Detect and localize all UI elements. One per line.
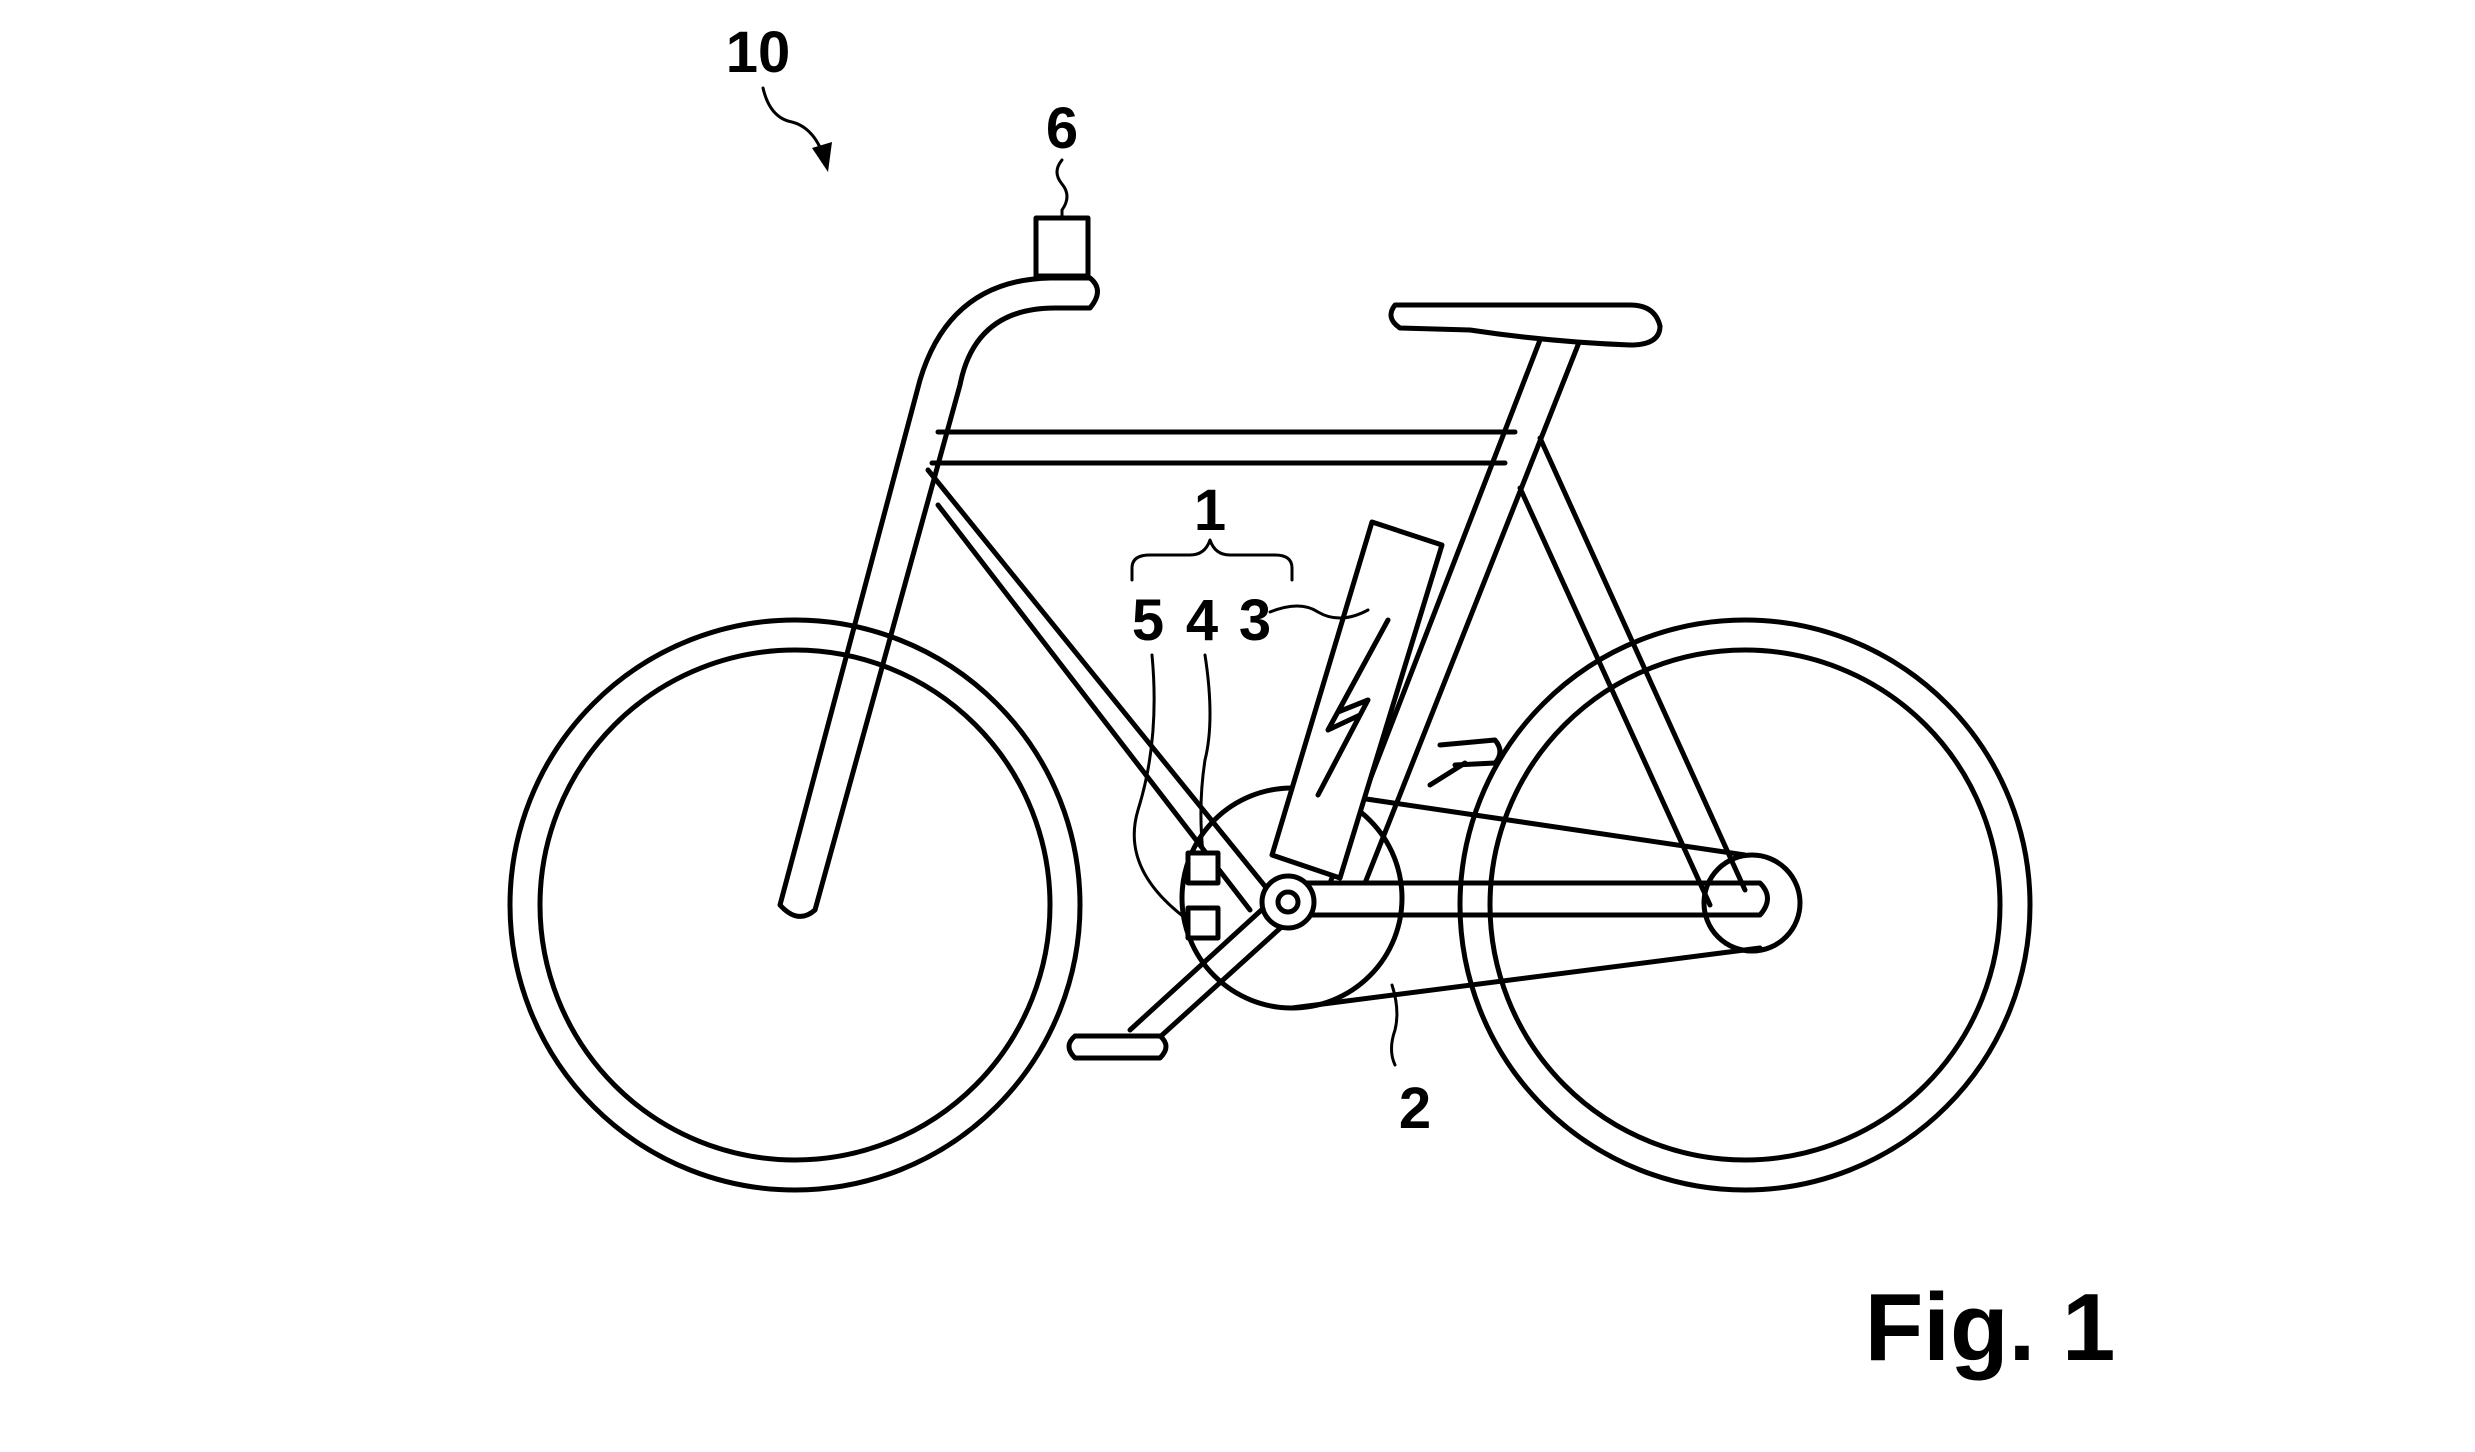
handlebar-tube [777, 275, 1100, 919]
ref-numeral-1: 1 [1194, 478, 1226, 543]
chain [1289, 785, 1803, 1011]
handlebar-unit-box [1033, 215, 1091, 279]
component-5-box [1185, 905, 1221, 941]
ref-numeral-10: 10 [726, 20, 791, 85]
front-wheel [1457, 617, 2033, 1193]
frame-mount [1427, 737, 1503, 788]
crank-arm [1066, 890, 1301, 1061]
saddle [1388, 302, 1663, 348]
ref-numeral-5: 5 [1132, 588, 1164, 653]
down-tube [925, 467, 1271, 913]
figure-caption: Fig. 1 [1865, 1274, 2116, 1381]
ref-numeral-3: 3 [1239, 588, 1271, 653]
chain-stay [1289, 880, 1770, 918]
battery [1269, 519, 1445, 881]
rear-wheel [507, 617, 1083, 1193]
ref-numeral-2: 2 [1399, 1076, 1431, 1141]
ref-numeral-6: 6 [1046, 96, 1078, 161]
component-4-box [1185, 850, 1221, 886]
crank-axle [1259, 873, 1317, 931]
leader-lines [761, 86, 1399, 1067]
seat-stay [1517, 435, 1748, 908]
top-tube [929, 429, 1518, 466]
ref-numeral-4: 4 [1186, 588, 1218, 653]
